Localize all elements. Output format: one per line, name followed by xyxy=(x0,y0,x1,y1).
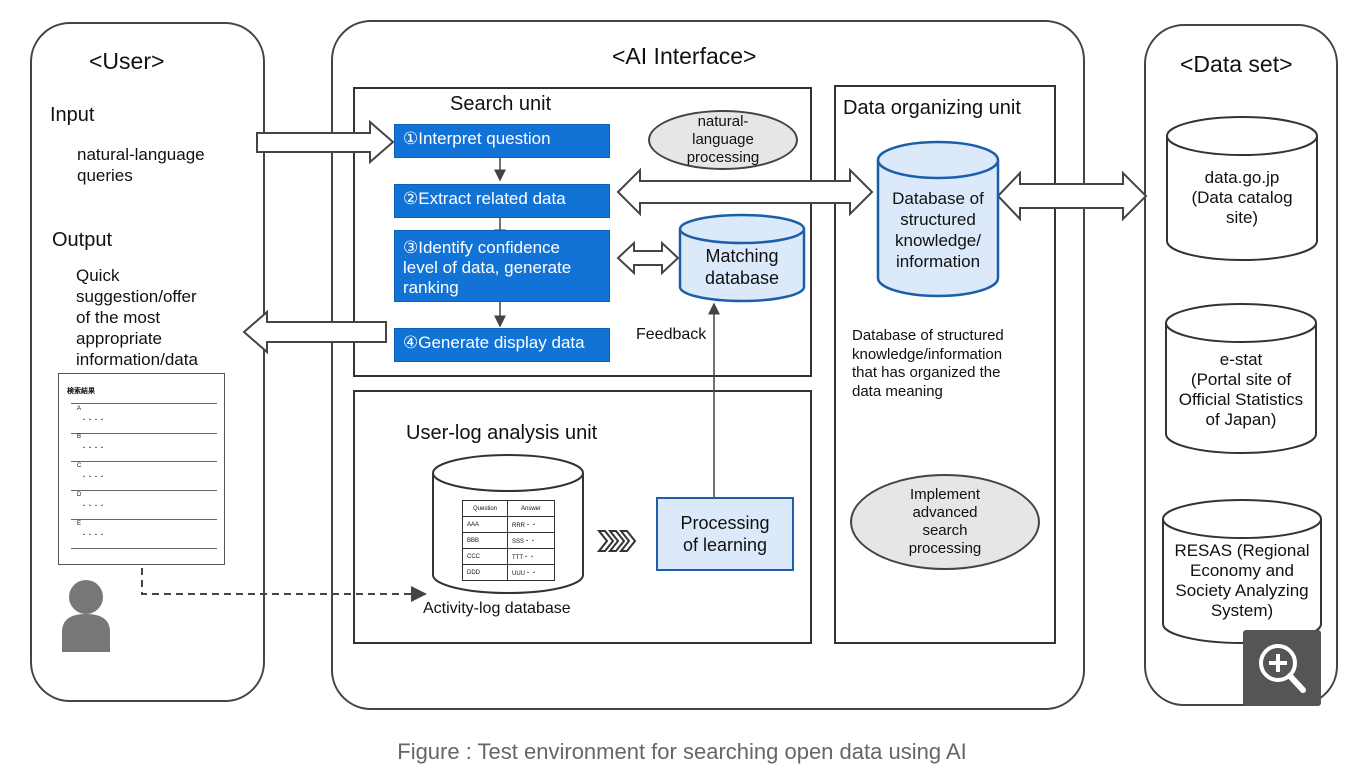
person-icon xyxy=(62,580,110,652)
data-organizing-unit-title: Data organizing unit xyxy=(843,97,1021,119)
user-panel xyxy=(30,22,265,702)
output-label: Output xyxy=(52,229,113,251)
step-extract-related-data: ②Extract related data xyxy=(394,184,610,218)
activity-log-db-label: Activity-log database xyxy=(423,600,571,617)
structured-knowledge-db-cylinder xyxy=(876,140,1000,298)
results-row: D ・・・・ xyxy=(71,490,217,520)
input-label: Input xyxy=(50,104,95,126)
step-identify-confidence: ③Identify confidence level of data, gene… xyxy=(394,230,610,302)
search-results-sheet: 検索結果 A ・・・・ B ・・・・ C ・・・・ D ・・・・ E ・・・・ xyxy=(58,373,225,565)
identify-matching-double-arrow xyxy=(616,240,680,276)
processing-of-learning-box: Processing of learning xyxy=(656,497,794,571)
results-row: E ・・・・ xyxy=(71,519,217,549)
user-log-unit-title: User-log analysis unit xyxy=(406,422,598,444)
zoom-in-button[interactable] xyxy=(1243,630,1321,706)
results-row: C ・・・・ xyxy=(71,461,217,491)
dataset-datagojp-label: data.go.jp (Data catalog site) xyxy=(1191,168,1293,227)
structured-db-label: Database of structured knowledge/ inform… xyxy=(892,189,984,271)
results-row: B ・・・・ xyxy=(71,432,217,462)
feedback-label: Feedback xyxy=(636,326,707,343)
matching-database-cylinder xyxy=(678,213,806,303)
extract-db-double-arrow xyxy=(616,167,874,217)
structured-db-description: Database of structured knowledge/informa… xyxy=(852,327,1004,400)
output-arrow xyxy=(242,309,387,355)
step-generate-display-data: ④Generate display data xyxy=(394,328,610,362)
step-interpret-question: ①Interpret question xyxy=(394,124,610,158)
dataset-resas-label: RESAS (Regional Economy and Society Anal… xyxy=(1174,541,1310,620)
dataset-cylinder-datagojp xyxy=(1166,116,1318,261)
search-unit-title: Search unit xyxy=(450,93,552,115)
input-description: natural-language queries xyxy=(77,145,205,185)
output-description: Quick suggestion/offer of the most appro… xyxy=(76,266,198,369)
dataset-panel-title: <Data set> xyxy=(1180,51,1293,77)
zoom-in-icon xyxy=(1259,644,1306,693)
implement-search-ellipse: Implement advanced search processing xyxy=(850,474,1040,570)
results-row: A ・・・・ xyxy=(71,403,217,434)
ai-panel-title: <AI Interface> xyxy=(612,43,757,69)
db-dataset-double-arrow xyxy=(996,170,1148,222)
user-panel-title: <User> xyxy=(89,48,165,74)
dataset-cylinder-estat xyxy=(1165,303,1317,454)
matching-database-label: Matching database xyxy=(704,246,780,288)
dataset-estat-label: e-stat (Portal site of Official Statisti… xyxy=(1178,350,1304,429)
nlp-ellipse: natural- language processing xyxy=(648,110,798,170)
results-title: 検索結果 xyxy=(67,388,95,395)
flow-chevron-icon xyxy=(596,530,637,552)
input-arrow xyxy=(256,119,395,165)
figure-caption: Figure : Test environment for searching … xyxy=(397,739,967,764)
dataset-cylinder-resas xyxy=(1162,499,1322,644)
